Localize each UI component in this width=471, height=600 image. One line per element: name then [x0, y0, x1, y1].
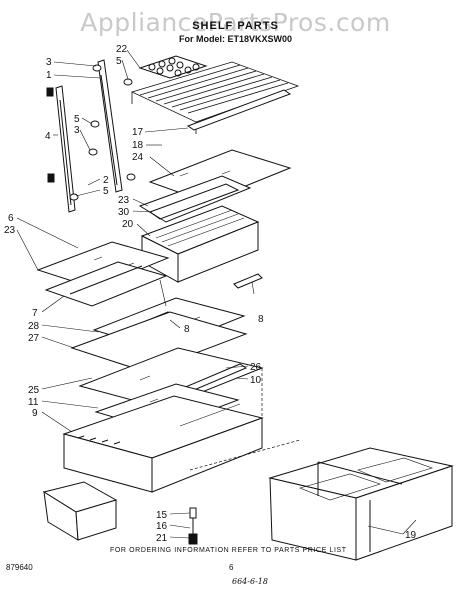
callout-5: 5 [116, 56, 122, 67]
callout-26: 26 [250, 362, 262, 373]
wire-shelf [130, 61, 300, 134]
handwritten-note: 664-6-18 [232, 577, 268, 586]
callout-7: 7 [32, 308, 38, 319]
diagram-title: SHELF PARTS [192, 20, 279, 32]
ordering-note: FOR ORDERING INFORMATION REFER TO PARTS … [110, 547, 347, 554]
callout-23: 23 [4, 225, 16, 236]
shelf-trim-17 [186, 89, 292, 131]
callout-17: 17 [132, 127, 144, 138]
callout-8: 8 [184, 324, 190, 335]
callout-3: 3 [46, 57, 52, 68]
liner-outline [189, 368, 301, 471]
callout-19: 19 [405, 530, 417, 541]
callout-16: 16 [156, 521, 168, 532]
callout-27: 27 [28, 333, 40, 344]
page-number: 6 [229, 563, 234, 572]
callout-10: 10 [250, 375, 262, 386]
watermark: AppliancePartsPros.com [80, 8, 391, 37]
callout-11: 11 [28, 397, 39, 408]
callout-20: 20 [122, 219, 134, 230]
callout-24: 24 [132, 152, 144, 163]
callout-3: 3 [74, 125, 80, 136]
callout-2: 2 [103, 175, 109, 186]
shelf-rail-left-front [97, 59, 123, 193]
crisper-cover-frame-9 [62, 395, 264, 493]
callout-18: 18 [132, 140, 144, 151]
egg-tray [138, 55, 208, 79]
callout-9: 9 [32, 408, 38, 419]
callout-23: 23 [118, 195, 130, 206]
butter-bin-21 [42, 481, 118, 541]
crisper-drawers-19 [268, 447, 454, 561]
diagram-code: 879640 [6, 563, 33, 572]
shelf-frame-7 [44, 261, 168, 307]
callout-1: 1 [46, 70, 52, 81]
callout-21: 21 [156, 533, 168, 544]
callout-labels: 22 5 3 1 4 5 3 2 5 17 18 24 23 30 20 6 2… [4, 44, 417, 544]
callout-30: 30 [118, 207, 130, 218]
shelf-clips [69, 64, 136, 201]
leader-lines [16, 49, 417, 539]
callout-25: 25 [28, 385, 40, 396]
callout-22: 22 [116, 44, 128, 55]
model-label: For Model: ET18VKXSW00 [178, 34, 293, 44]
callout-28: 28 [28, 321, 40, 332]
callout-5: 5 [103, 186, 109, 197]
shelf-frame-27 [70, 311, 248, 373]
callout-15: 15 [156, 510, 168, 521]
callout-8: 8 [258, 314, 264, 325]
callout-6: 6 [8, 213, 14, 224]
shelf-rail-left-rear [46, 85, 76, 213]
control-rod [188, 507, 198, 545]
callout-4: 4 [45, 131, 51, 142]
shelf-frame-23-30 [138, 175, 252, 223]
callout-5: 5 [74, 114, 80, 125]
drawer-trim-8 [233, 273, 263, 289]
